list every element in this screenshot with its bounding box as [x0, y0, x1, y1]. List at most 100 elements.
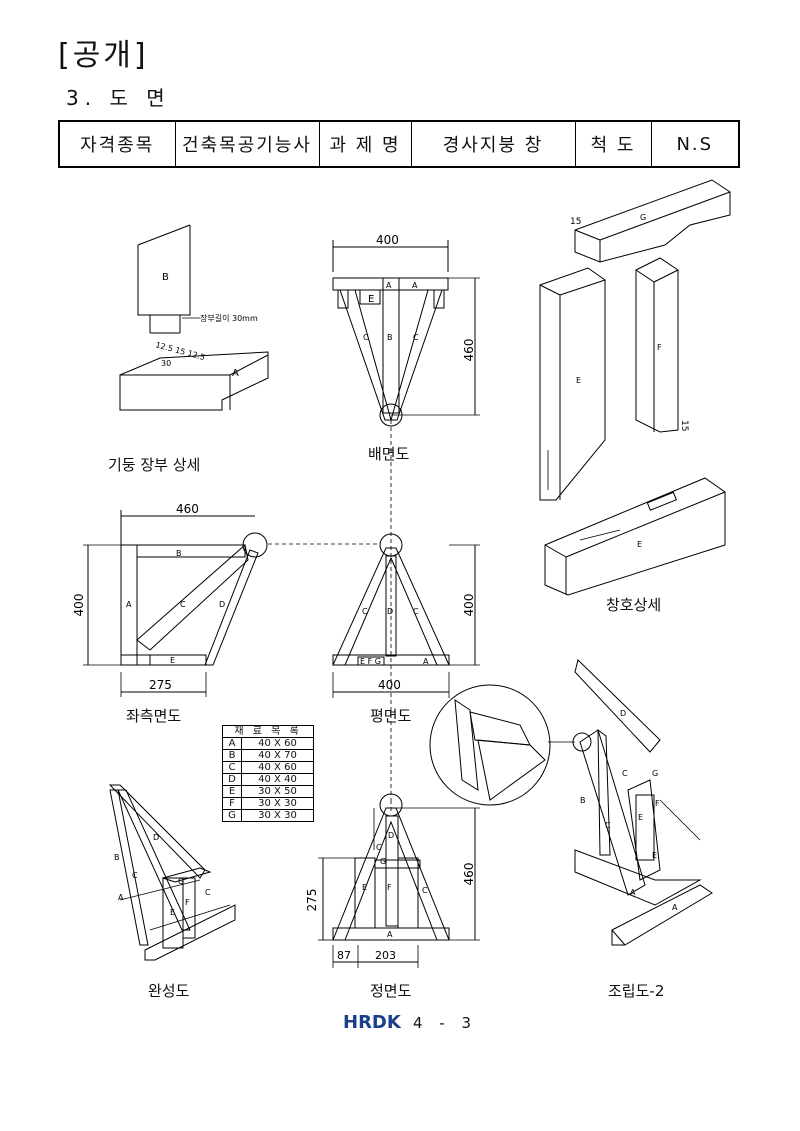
- plan-dim-bottom: 400: [378, 678, 401, 692]
- completed-label-d: D: [153, 833, 159, 842]
- plan-dim-right: 400: [462, 594, 476, 617]
- front-view-drawing: [318, 793, 480, 968]
- plan-label-c2: C: [413, 607, 419, 616]
- assembly-label-a2: A: [672, 903, 678, 912]
- front-label-c1: C: [376, 843, 382, 852]
- tenon-label-b: B: [162, 272, 169, 283]
- value-scale: N.S: [650, 120, 740, 168]
- assembly-label-c1: C: [622, 769, 628, 778]
- material-code: A: [222, 737, 242, 750]
- left-dim-top: 460: [176, 502, 199, 516]
- front-dim-bottom-left: 87: [337, 949, 351, 962]
- value-task: 경사지붕 창: [410, 120, 576, 168]
- left-view-drawing: [83, 510, 268, 697]
- left-label-b: B: [176, 549, 182, 558]
- assembly-label-c2: C: [605, 821, 611, 830]
- section-title: 3. 도 면: [66, 86, 171, 110]
- caption-left-view: 좌측면도: [126, 707, 182, 725]
- completed-label-c2: C: [205, 888, 211, 897]
- info-table: 자격종목 건축목공기능사 과 제 명 경사지붕 창 척 도 N.S: [58, 120, 740, 168]
- assembly-drawing: [574, 659, 713, 946]
- joint-detail-drawing: [429, 684, 592, 806]
- material-size: 30 X 30: [241, 809, 314, 822]
- left-dim-bottom: 275: [149, 678, 172, 692]
- front-dim-right: 460: [462, 863, 476, 886]
- assembly-label-g: G: [652, 769, 658, 778]
- materials-title: 재 료 목 록: [222, 725, 314, 738]
- tenon-note: 장부길이 30mm: [200, 313, 258, 323]
- plan-label-a: A: [423, 657, 429, 666]
- back-label-a1: A: [386, 281, 392, 290]
- left-label-d: D: [219, 600, 225, 609]
- plan-view-drawing: [332, 533, 480, 698]
- front-label-f: F: [387, 883, 392, 892]
- back-label-a2: A: [412, 281, 418, 290]
- window-label-g: G: [640, 213, 646, 222]
- window-label-e1: E: [576, 376, 581, 385]
- back-label-c2: C: [413, 333, 419, 342]
- assembly-label-e2: E: [652, 851, 657, 860]
- back-dim-height: 460: [462, 339, 476, 362]
- front-dim-bottom-right: 203: [375, 949, 396, 962]
- back-view-drawing: [332, 240, 480, 427]
- material-size: 40 X 70: [241, 749, 314, 762]
- left-label-a: A: [126, 600, 132, 609]
- completed-label-f: F: [185, 898, 190, 907]
- completed-label-c1: C: [132, 871, 138, 880]
- tenon-dim-30: 30: [161, 359, 171, 368]
- completed-drawing: [108, 784, 236, 961]
- assembly-label-b: B: [580, 796, 586, 805]
- material-code: C: [222, 761, 242, 774]
- front-label-e: E: [362, 883, 367, 892]
- completed-label-e: E: [170, 908, 175, 917]
- caption-front-view: 정면도: [370, 982, 412, 1000]
- plan-label-c1: C: [362, 607, 368, 616]
- material-size: 40 X 60: [241, 737, 314, 750]
- projection-lines: [268, 420, 392, 812]
- window-detail-drawing: [539, 179, 731, 596]
- caption-plan-view: 평면도: [370, 707, 412, 725]
- back-label-c1: C: [363, 333, 369, 342]
- completed-label-a: A: [118, 893, 124, 902]
- assembly-label-f: F: [655, 799, 660, 808]
- plan-label-efg: E F G: [360, 657, 381, 666]
- completed-label-b: B: [114, 853, 120, 862]
- material-size: 30 X 50: [241, 785, 314, 798]
- back-dim-width: 400: [376, 233, 399, 247]
- front-label-g: G: [380, 857, 386, 866]
- material-code: G: [222, 809, 242, 822]
- material-code: F: [222, 797, 242, 810]
- caption-back-view: 배면도: [368, 445, 410, 463]
- document-heading: [공개]: [58, 38, 149, 73]
- window-label-e2: E: [637, 540, 642, 549]
- caption-window-detail: 창호상세: [606, 596, 662, 614]
- page-number: 4 - 3: [413, 1014, 478, 1032]
- material-code: B: [222, 749, 242, 762]
- left-label-c: C: [180, 600, 186, 609]
- material-size: 40 X 60: [241, 761, 314, 774]
- caption-completed: 완성도: [148, 982, 190, 1000]
- left-label-e: E: [170, 656, 175, 665]
- label-task: 과 제 명: [318, 120, 412, 168]
- material-code: E: [222, 785, 242, 798]
- caption-assembly: 조립도-2: [608, 982, 665, 1000]
- hrdk-logo: HRDK: [343, 1012, 401, 1033]
- back-label-b: B: [387, 333, 393, 342]
- assembly-label-e1: E: [638, 813, 643, 822]
- left-dim-left: 400: [72, 594, 86, 617]
- label-qualification: 자격종목: [58, 120, 176, 168]
- tenon-label-a: A: [232, 368, 239, 379]
- label-scale: 척 도: [574, 120, 652, 168]
- material-code: D: [222, 773, 242, 786]
- material-size: 30 X 30: [241, 797, 314, 810]
- front-label-a: A: [387, 930, 393, 939]
- assembly-label-d: D: [620, 709, 626, 718]
